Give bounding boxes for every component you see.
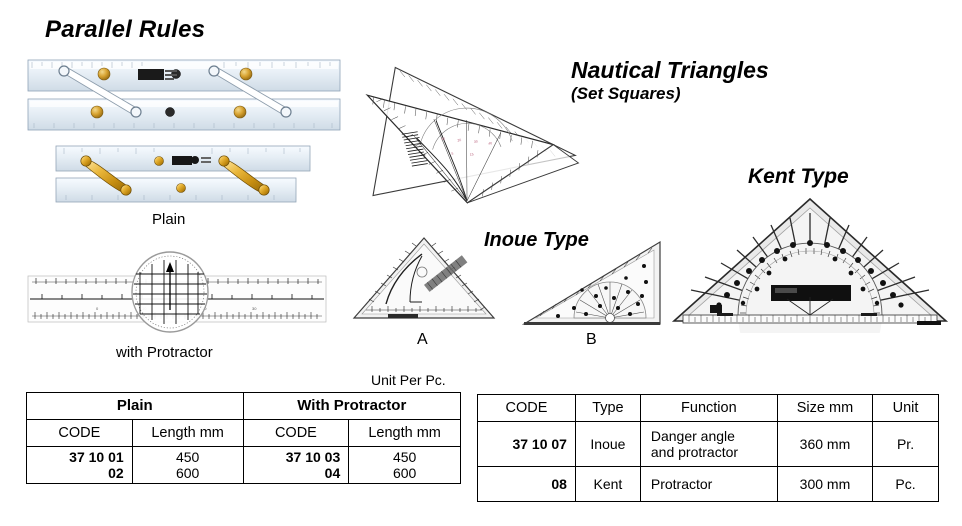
cell-unit: Pr. bbox=[872, 421, 939, 467]
cell-type: Kent bbox=[574, 466, 641, 502]
function-line-2: and protractor bbox=[650, 444, 739, 460]
svg-text:30: 30 bbox=[252, 306, 257, 311]
parallel-rule-brass-handle-photo bbox=[52, 143, 314, 208]
table-row-column-header: CODE Length mm CODE Length mm bbox=[26, 419, 461, 447]
kent-type-triangle-photo bbox=[665, 193, 955, 333]
table-row: 37 10 07 Inoue Danger angle and protract… bbox=[477, 421, 939, 467]
cell-unit: Pc. bbox=[872, 466, 939, 502]
section-title-kent-type: Kent Type bbox=[748, 165, 849, 188]
inoue-triangle-a-photo bbox=[348, 232, 500, 328]
plain-code-line-1: 37 10 01 bbox=[69, 449, 124, 465]
table-row-group-header: Plain With Protractor bbox=[26, 392, 462, 420]
column-header-function: Function bbox=[639, 394, 778, 422]
cell-size: 300 mm bbox=[776, 466, 874, 502]
plain-length-line-2: 600 bbox=[175, 465, 200, 482]
cell-function: Danger angle and protractor bbox=[639, 421, 778, 467]
table-row: 37 10 01 02 450 600 37 10 03 04 450 600 bbox=[26, 445, 461, 485]
svg-text:5: 5 bbox=[451, 151, 454, 155]
cell-size: 360 mm bbox=[776, 421, 874, 467]
column-header-protractor-code: CODE bbox=[242, 419, 350, 447]
cell-function: Protractor bbox=[639, 466, 778, 502]
cell-plain-length: 450 600 bbox=[131, 445, 244, 485]
caption-triangle-a: A bbox=[417, 331, 428, 348]
cell-type: Inoue bbox=[574, 421, 641, 467]
subtitle-set-squares: (Set Squares) bbox=[571, 84, 681, 103]
protractor-code-line-2: 04 bbox=[324, 465, 341, 482]
protractor-code-line-1: 37 10 03 bbox=[285, 449, 341, 465]
column-header-type: Type bbox=[574, 394, 641, 422]
caption-plain: Plain bbox=[152, 211, 186, 228]
svg-text:15: 15 bbox=[470, 152, 474, 157]
parallel-rules-table: Plain With Protractor CODE Length mm COD… bbox=[26, 392, 462, 485]
svg-text:10: 10 bbox=[441, 137, 445, 142]
protractor-length-line-2: 600 bbox=[392, 465, 417, 482]
section-title-inoue-type: Inoue Type bbox=[484, 229, 589, 251]
column-header-protractor-length: Length mm bbox=[348, 419, 461, 447]
page-title-nautical-triangles: Nautical Triangles bbox=[571, 57, 769, 83]
svg-text:30: 30 bbox=[474, 139, 478, 144]
column-header-plain-length: Length mm bbox=[131, 419, 244, 447]
svg-text:40: 40 bbox=[488, 141, 492, 146]
column-header-size: Size mm bbox=[776, 394, 874, 422]
group-header-plain: Plain bbox=[26, 392, 244, 420]
inoue-triangle-b-photo bbox=[518, 238, 666, 330]
unit-per-pc-note: Unit Per Pc. bbox=[371, 372, 446, 388]
cell-plain-code: 37 10 01 02 bbox=[26, 445, 133, 485]
function-line-1: Danger angle bbox=[650, 427, 735, 444]
page-title-parallel-rules: Parallel Rules bbox=[45, 16, 206, 43]
cell-protractor-code: 37 10 03 04 bbox=[242, 445, 350, 485]
parallel-rule-plain-photo bbox=[24, 57, 344, 135]
table-row: 08 Kent Protractor 300 mm Pc. bbox=[477, 466, 939, 502]
plain-code-line-2: 02 bbox=[108, 465, 124, 482]
svg-text:0: 0 bbox=[96, 306, 99, 311]
column-header-plain-code: CODE bbox=[26, 419, 133, 447]
cell-code: 37 10 07 bbox=[477, 421, 576, 467]
svg-text:20: 20 bbox=[457, 138, 461, 143]
table-row-column-header: CODE Type Function Size mm Unit bbox=[477, 394, 939, 422]
protractor-length-line-1: 450 bbox=[392, 449, 417, 465]
cell-protractor-length: 450 600 bbox=[348, 445, 461, 485]
nautical-triangle-set-photo: 10 20 30 40 5 15 bbox=[346, 52, 590, 234]
caption-with-protractor: with Protractor bbox=[116, 344, 213, 361]
column-header-unit: Unit bbox=[872, 394, 939, 422]
cell-code: 08 bbox=[477, 466, 576, 502]
caption-triangle-b: B bbox=[586, 331, 597, 348]
nautical-triangles-table: CODE Type Function Size mm Unit 37 10 07… bbox=[477, 394, 939, 502]
group-header-with-protractor: With Protractor bbox=[242, 392, 462, 420]
column-header-code: CODE bbox=[477, 394, 576, 422]
plain-length-line-1: 450 bbox=[175, 449, 200, 465]
